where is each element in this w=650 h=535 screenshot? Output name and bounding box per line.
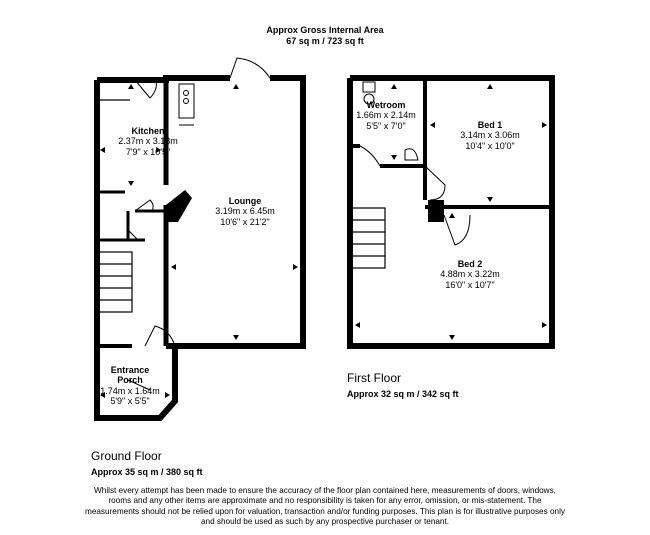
porch-imperial: 5'9" x 5'5" [110,396,150,407]
porch-metric: 1.74m x 1.64m [100,385,160,396]
chimney-breast [166,190,192,222]
bed1-bed2-wall [423,166,552,209]
porch-name-2: Porch [117,375,143,386]
landing-cupboard [428,200,444,222]
first-stairs [351,207,386,269]
wetroom-label: Wetroom 1.66m x 2.14m 5'5" x 7'0" [350,100,422,131]
dimension-markers [100,84,547,398]
first-windows [368,75,518,349]
bed1-label: Bed 1 3.14m x 3.06m 10'4" x 10'0" [445,120,535,151]
ground-floor-plan [94,57,306,421]
bed1-metric: 3.14m x 3.06m [460,130,520,141]
disclaimer: Whilst every attempt has been made to en… [85,486,566,527]
bed2-label: Bed 2 4.88m x 3.22m 16'0" x 10'7" [425,259,515,290]
ground-stairs [98,251,133,313]
first-floor-plan [347,75,555,349]
first-floor-label: First Floor [347,371,401,385]
wetroom-fixtures [362,81,419,161]
first-floor-outer-walls [347,75,555,349]
ground-windows [94,75,290,400]
wetroom-imperial: 5'5" x 7'0" [366,120,406,131]
ground-floor-area: Approx 35 sq m / 380 sq ft [91,467,203,477]
lounge-label: Lounge 3.19m x 6.45m 10'6" x 21'2" [200,196,290,227]
porch-name-1: Entrance [110,365,150,375]
kitchen-metric: 2.37m x 3.18m [118,136,178,147]
kitchen-name: Kitchen [131,126,165,136]
bed2-name: Bed 2 [457,259,483,269]
lounge-imperial: 10'6" x 21'2" [220,216,270,227]
kitchen-partition [97,190,166,242]
ground-floor-label: Ground Floor [91,449,162,463]
kitchen-cupboard [97,79,135,101]
bed2-imperial: 16'0" x 10'7" [445,279,495,290]
bed1-imperial: 10'4" x 10'0" [465,140,515,151]
gross-area-value: 67 sq m / 723 sq ft [286,36,364,46]
first-doors [359,145,471,246]
wetroom-name: Wetroom [366,100,406,110]
ground-doors [127,57,271,391]
kitchen-imperial: 7'9" x 10'5" [125,146,171,157]
lounge-metric: 3.19m x 6.45m [215,206,275,217]
first-floor-area: Approx 32 sq m / 342 sq ft [347,389,459,399]
kitchen-sink [178,83,195,126]
bed1-name: Bed 1 [477,120,503,130]
lounge-name: Lounge [228,196,262,206]
kitchen-label: Kitchen 2.37m x 3.18m 7'9" x 10'5" [106,126,190,157]
porch-label: Entrance Porch 1.74m x 1.64m 5'9" x 5'5" [92,365,168,406]
bed2-metric: 4.88m x 3.22m [440,269,500,280]
gross-area-title: Approx Gross Internal Area [266,25,384,35]
wetroom-metric: 1.66m x 2.14m [356,110,416,121]
